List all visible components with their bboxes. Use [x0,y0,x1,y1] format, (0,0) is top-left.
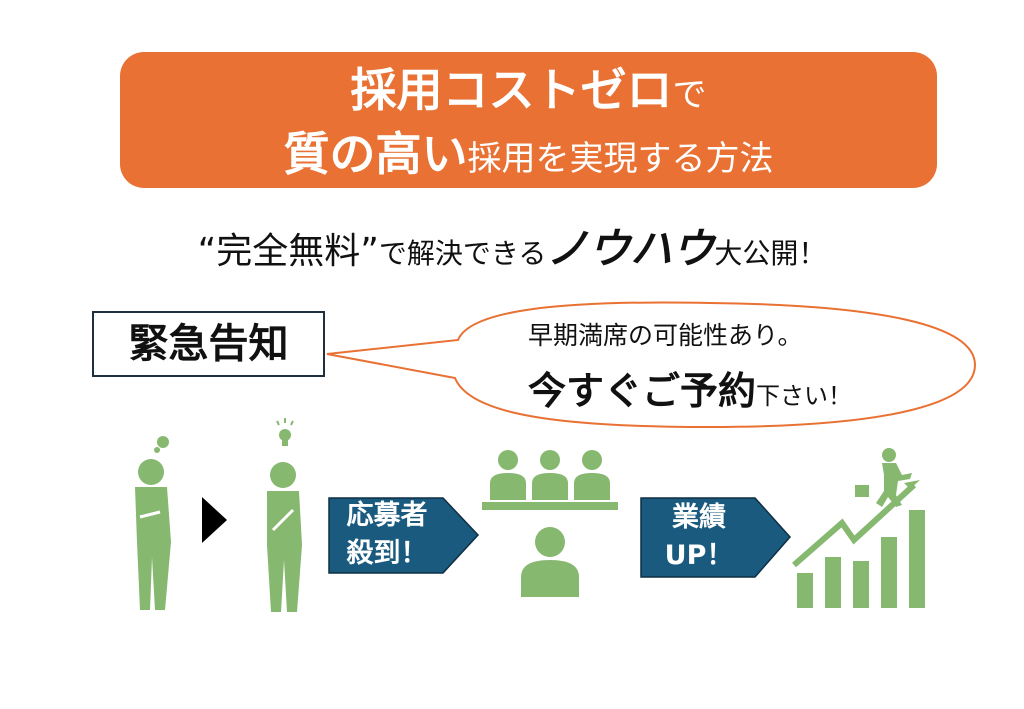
headline-line-2-tail: 採用を実現する方法 [467,139,774,179]
subtitle-knowhow: ノウハウ [546,224,715,273]
headline-line-2: 質の高い採用を実現する方法 [120,124,937,189]
bubble-line-1: 早期満席の可能性あり。 [528,321,803,350]
headline-banner: 採用コストゼロで 質の高い採用を実現する方法 [120,52,937,188]
flood-text: 殺到！ [346,538,428,569]
idea-person-icon [267,418,302,612]
performance-text: 業績 [672,502,726,533]
subtitle-reveal: 大公開！ [714,237,827,270]
headline-line-1-bold: 採用コストゼロ [350,63,673,117]
reserve-now: 今すぐご予約 [528,369,757,413]
headline-line-1-tail: で [672,75,707,115]
subtitle-free: “完全無料” [197,231,379,272]
growth-chart-icon [792,448,925,608]
performance-up-label: 業績 UP！ [644,499,754,575]
triangle-arrow-icon [202,497,227,543]
subtitle: “完全無料”で解決できるノウハウ大公開！ [0,224,1024,279]
bubble-line-2: 今すぐご予約下さい！ [528,360,852,415]
performance-up-arrow [640,497,792,578]
thinking-person-icon [135,436,171,610]
interview-panel-icon [482,450,618,597]
up-text: UP！ [664,540,734,571]
applicants-flood-label: 応募者 殺到！ [332,497,442,573]
headline-line-1: 採用コストゼロで [120,60,937,125]
speech-bubble [326,301,977,429]
applicants-text: 応募者 [346,500,428,531]
urgent-notice-box: 緊急告知 [92,311,325,377]
subtitle-solve: で解決できる [378,237,547,270]
please: 下さい！ [756,382,853,410]
headline-line-2-bold: 質の高い [283,127,468,181]
applicants-flood-arrow [328,497,480,574]
